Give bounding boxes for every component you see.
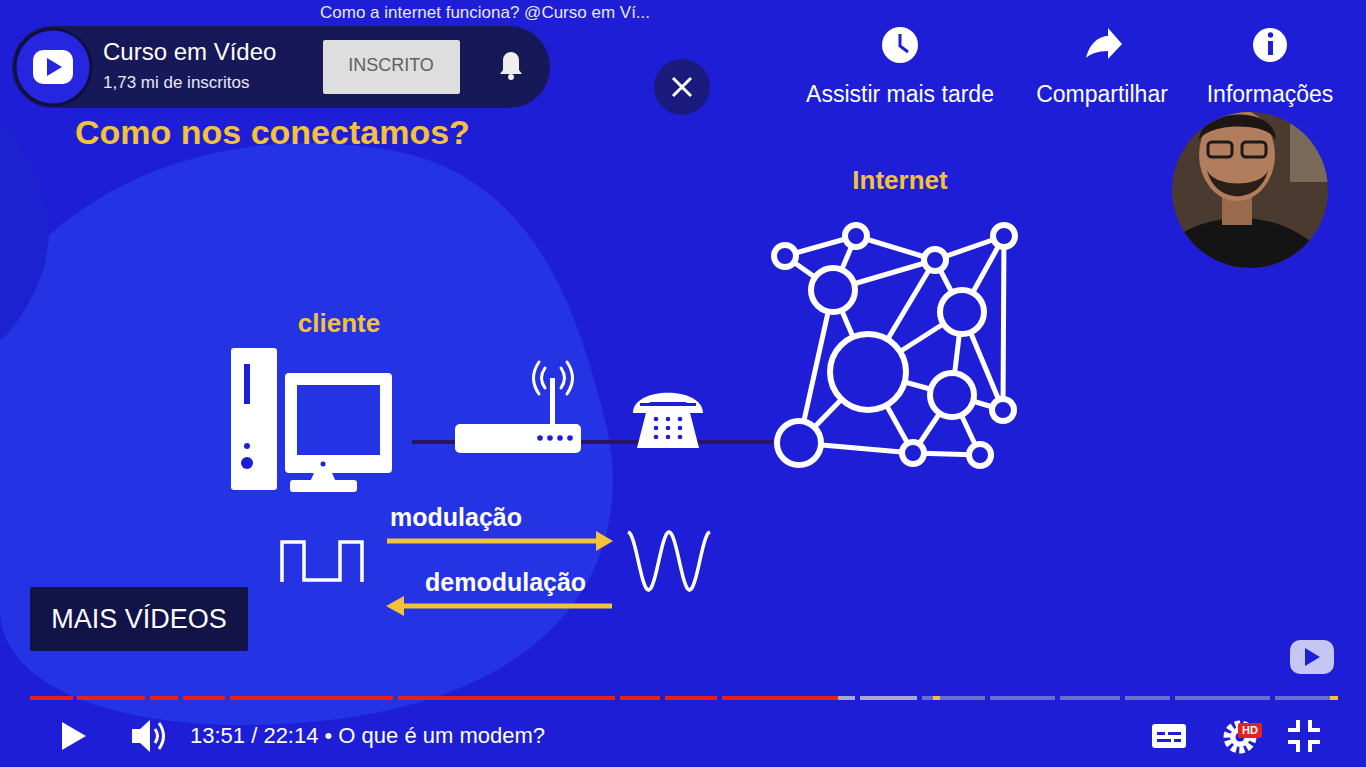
- background-blob: [0, 120, 49, 340]
- info-label: Informações: [1207, 81, 1334, 109]
- modem-icon: [455, 362, 581, 453]
- channel-watermark: [1290, 640, 1334, 674]
- fullscreen-exit-icon: [1288, 720, 1320, 752]
- more-videos-label: MAIS VÍDEOS: [51, 603, 227, 635]
- clock-icon: [882, 27, 918, 63]
- hd-badge: HD: [1242, 724, 1258, 737]
- demodulation-label: demodulação: [425, 567, 586, 597]
- close-button: [654, 59, 710, 115]
- info-icon: [1253, 28, 1287, 62]
- subscriber-count: 1,73 mi de inscritos: [103, 73, 249, 93]
- node-outline: [773, 165, 1039, 475]
- node-label: cliente: [266, 308, 412, 339]
- client-computer: cliente: [226, 306, 412, 496]
- bell-icon: [500, 52, 522, 80]
- share-label: Compartilhar: [1036, 81, 1168, 109]
- digital-wave: [282, 542, 362, 582]
- channel-logo: [15, 29, 91, 105]
- modulation-label: modulação: [390, 502, 522, 532]
- captions-icon: [1152, 724, 1186, 748]
- modulation-arrow: [387, 531, 613, 551]
- telephone-icon: [633, 393, 703, 448]
- watch-later-label: Assistir mais tarde: [806, 81, 994, 109]
- settings-icon: [1227, 723, 1262, 750]
- analog-wave: [628, 532, 710, 590]
- subscribe-button: [323, 40, 460, 94]
- network-icon: [774, 225, 1015, 466]
- node-label: Internet: [773, 165, 1027, 196]
- demodulation-arrow: [386, 596, 612, 616]
- internet-network: Internet: [773, 165, 1039, 475]
- presenter-webcam: [1145, 109, 1335, 362]
- progress-bar: [30, 696, 1338, 700]
- slide-heading: Como nos conectamos?: [75, 112, 470, 153]
- subscribe-label: INSCRITO: [348, 55, 434, 77]
- computer-icon: [231, 348, 392, 492]
- channel-card: [12, 26, 550, 108]
- more-videos-box: [30, 587, 248, 651]
- channel-name: Curso em Vídeo: [103, 38, 276, 67]
- time-and-chapter: 13:51 / 22:14 • O que é um modem?: [190, 723, 545, 749]
- video-title: Como a internet funciona? @Curso em Ví..…: [320, 3, 650, 23]
- volume-icon: [132, 720, 164, 752]
- share-icon: [1086, 28, 1122, 59]
- play-icon: [62, 722, 86, 750]
- background-blob: [0, 143, 613, 725]
